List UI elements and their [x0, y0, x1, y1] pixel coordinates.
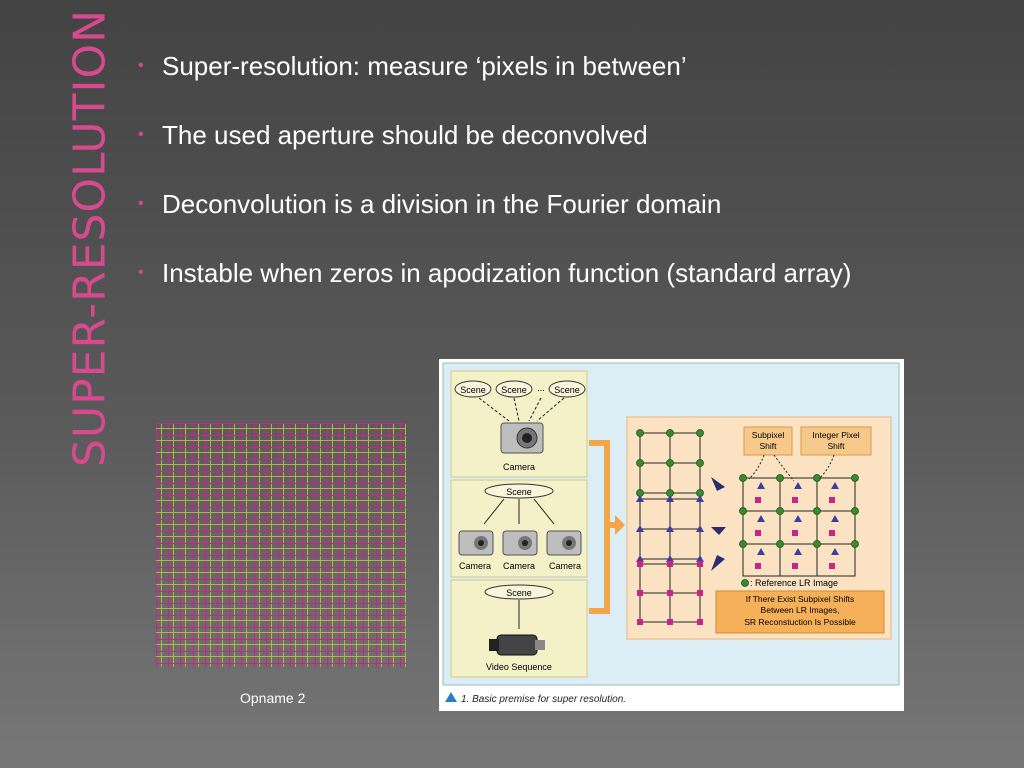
hr-squares — [755, 497, 835, 569]
bullet-text: The used aperture should be deconvolved — [162, 120, 648, 150]
note-line: If There Exist Subpixel Shifts — [746, 594, 855, 604]
bullet-dot-icon: • — [138, 57, 144, 74]
camera-icon — [502, 530, 538, 556]
bullet-item: • Instable when zeros in apodization func… — [130, 249, 851, 318]
bullet-list: • Super-resolution: measure ‘pixels in be… — [130, 42, 851, 318]
video-label: Video Sequence — [486, 662, 552, 672]
integer-shift-label: Shift — [827, 441, 845, 451]
bullet-item: • The used aperture should be deconvolved — [130, 111, 851, 180]
subpixel-shift-label: Shift — [759, 441, 777, 451]
note-line: SR Reconstuction Is Possible — [744, 617, 856, 627]
reference-legend: : Reference LR Image — [750, 578, 838, 588]
camera-icon — [458, 530, 494, 556]
sampling-grid-image — [156, 423, 406, 669]
video-camera-icon — [489, 634, 545, 656]
hr-grid — [742, 477, 856, 577]
bullet-dot-icon: • — [138, 126, 144, 143]
camera-label: Camera — [459, 561, 491, 571]
legend-dot-icon — [741, 579, 749, 587]
triangle-marks — [636, 495, 704, 562]
figure-caption: 1. Basic premise for super resolution. — [461, 694, 626, 705]
camera-label: Camera — [503, 462, 535, 472]
scene-label: Scene — [554, 385, 580, 395]
bullet-item: • Super-resolution: measure ‘pixels in be… — [130, 42, 851, 111]
bullet-text: Instable when zeros in apodization funct… — [162, 258, 852, 288]
slide-title: Super-resolution — [52, 9, 128, 467]
bullet-dot-icon: • — [138, 195, 144, 212]
integer-shift-label: Integer Pixel — [812, 430, 859, 440]
sampling-grid — [156, 423, 406, 669]
scene-label: Scene — [460, 385, 486, 395]
dark-arrow-icon — [711, 477, 726, 571]
slide-title-text: Super-resolution — [64, 9, 116, 467]
bullet-dot-icon: • — [138, 264, 144, 281]
bullet-text: Super-resolution: measure ‘pixels in bet… — [162, 51, 687, 81]
camera-icon — [546, 530, 582, 556]
camera-icon — [500, 422, 544, 454]
scene-label: Scene — [506, 487, 532, 497]
figure-image: Scene Scene ... Scene Camera Scene Camer… — [439, 359, 904, 711]
note-line: Between LR Images, — [761, 605, 840, 615]
caption-triangle-icon — [445, 692, 457, 702]
scene-top-group: Scene Scene ... Scene — [454, 380, 586, 422]
hr-reference-dots — [739, 474, 859, 548]
super-resolution-figure: Scene Scene ... Scene Camera Scene Camer… — [439, 359, 904, 711]
camera-label: Camera — [503, 561, 535, 571]
bullet-item: • Deconvolution is a division in the Four… — [130, 180, 851, 249]
camera-label: Camera — [549, 561, 581, 571]
hr-triangles — [757, 482, 839, 555]
subpixel-shift-label: Subpixel — [752, 430, 785, 440]
reference-dots — [636, 429, 704, 497]
left-image-caption: Opname 2 — [240, 690, 306, 706]
square-marks — [637, 561, 703, 625]
bullet-text: Deconvolution is a division in the Fouri… — [162, 189, 722, 219]
scene-label: Scene — [506, 588, 532, 598]
scene-label: Scene — [501, 385, 527, 395]
bracket-arrow-icon — [589, 440, 625, 614]
ellipsis-label: ... — [537, 383, 545, 393]
